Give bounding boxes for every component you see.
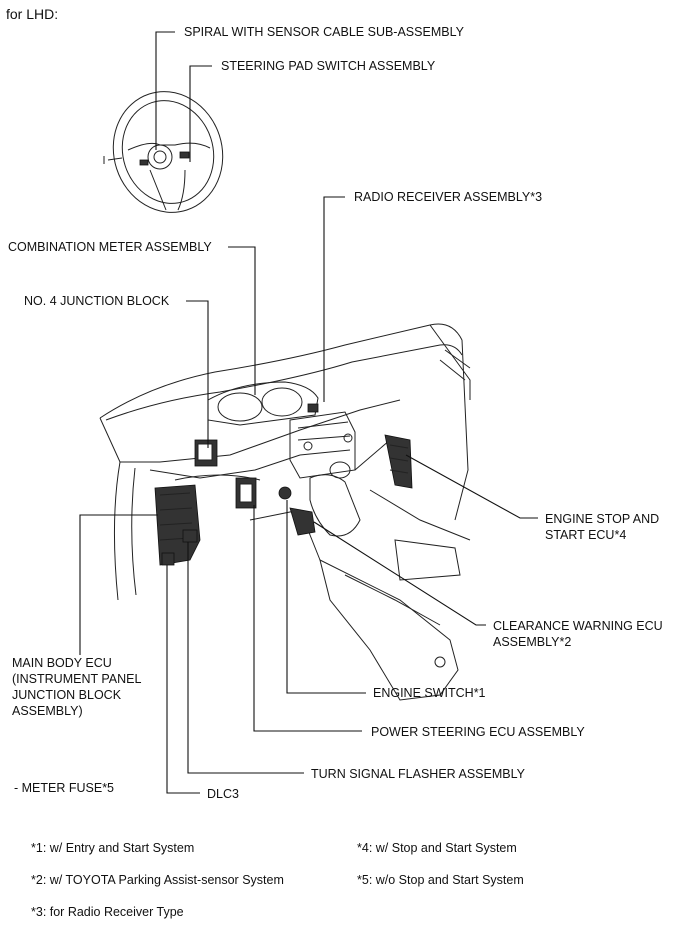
label-dlc3: DLC3	[207, 787, 239, 801]
label-turn-signal-flasher: TURN SIGNAL FLASHER ASSEMBLY	[311, 767, 525, 781]
clearance-warning-ecu-part	[289, 507, 316, 536]
turn-signal-flasher-part	[182, 529, 198, 543]
main-body-ecu-part	[154, 484, 201, 566]
dlc3-part	[161, 552, 175, 566]
label-junction-block-4: NO. 4 JUNCTION BLOCK	[24, 294, 170, 308]
steering-wheel-illustration	[103, 91, 224, 213]
leader-lines	[79, 31, 538, 794]
engine-switch-part	[278, 486, 292, 500]
footnote-3: *3: for Radio Receiver Type	[31, 905, 184, 919]
footnote-5: *5: w/o Stop and Start System	[357, 873, 524, 887]
radio-receiver-part	[307, 403, 319, 413]
label-steering-pad-switch: STEERING PAD SWITCH ASSEMBLY	[221, 59, 436, 73]
label-clearance-warning-ecu: CLEARANCE WARNING ECU ASSEMBLY*2	[493, 619, 663, 649]
component-parts	[154, 403, 413, 566]
page-title: for LHD:	[6, 6, 59, 22]
engine-stop-start-ecu-part	[384, 434, 413, 489]
label-engine-switch: ENGINE SWITCH*1	[373, 686, 486, 700]
label-spiral-cable: SPIRAL WITH SENSOR CABLE SUB-ASSEMBLY	[184, 25, 464, 39]
footnote-1: *1: w/ Entry and Start System	[31, 841, 195, 855]
footnote-4: *4: w/ Stop and Start System	[357, 841, 517, 855]
footnote-2: *2: w/ TOYOTA Parking Assist-sensor Syst…	[31, 873, 284, 887]
instrument-panel-illustration	[99, 323, 471, 701]
label-main-body-ecu: MAIN BODY ECU (INSTRUMENT PANEL JUNCTION…	[12, 656, 142, 718]
label-meter-fuse: - METER FUSE*5	[14, 781, 115, 795]
label-combination-meter: COMBINATION METER ASSEMBLY	[8, 240, 212, 254]
label-engine-stop-start-ecu: ENGINE STOP AND START ECU*4	[545, 512, 660, 542]
label-power-steering-ecu: POWER STEERING ECU ASSEMBLY	[371, 725, 585, 739]
label-radio-receiver: RADIO RECEIVER ASSEMBLY*3	[354, 190, 543, 204]
